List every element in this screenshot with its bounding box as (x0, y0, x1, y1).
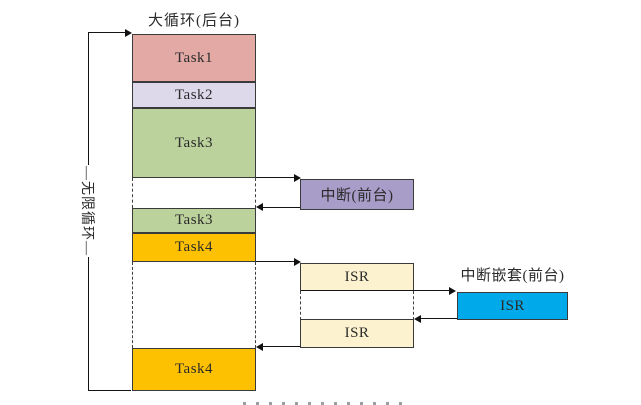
isr-dashed-edge-right (413, 291, 414, 320)
isr-box-2: ISR (300, 319, 414, 348)
task-block-task3: Task3 (132, 108, 256, 178)
loop-arrowhead-icon (125, 29, 132, 37)
infinite-loop-label: 无限循环 (78, 165, 98, 257)
column-dashed-edge-left-1 (132, 178, 133, 208)
isr-entry-line (256, 261, 294, 262)
loop-line-vertical-lower (88, 252, 89, 391)
isr-box-nested: ISR (457, 292, 568, 320)
interrupt-return-line (263, 207, 300, 208)
task-label: Task1 (174, 49, 214, 66)
isr-return-line (263, 346, 300, 347)
nested-entry-arrowhead-icon (449, 287, 456, 295)
task-block-task3-resumed: Task3 (132, 208, 256, 233)
loop-line-top (88, 32, 125, 33)
interrupt-label: 中断(前台) (320, 188, 394, 204)
isr-label: ISR (344, 325, 370, 341)
nested-return-arrowhead-icon (414, 315, 421, 323)
isr-label: ISR (500, 297, 525, 314)
nested-interrupt-title: 中断嵌套(前台) (460, 268, 565, 284)
task-label: Task4 (174, 239, 214, 255)
task-block-task4-resumed: Task4 (132, 348, 256, 391)
isr-return-arrowhead-icon (256, 343, 263, 351)
loop-line-bottom (88, 390, 131, 391)
clipped-caption-fragment (243, 402, 409, 405)
loop-line-vertical-upper (88, 32, 89, 172)
task-label: Task3 (174, 134, 214, 151)
column-dashed-edge-right-1 (255, 178, 256, 208)
isr-box-1: ISR (300, 263, 414, 291)
nested-entry-line (301, 290, 449, 291)
background-loop-title: 大循环(后台) (148, 13, 240, 29)
isr-label: ISR (344, 268, 370, 285)
interrupt-entry-arrowhead-icon (294, 174, 301, 182)
task-block-task4: Task4 (132, 233, 256, 262)
interrupt-box: 中断(前台) (300, 179, 414, 210)
column-dashed-edge-left-2 (132, 262, 133, 348)
task-label: Task2 (174, 86, 214, 103)
nested-return-line (421, 318, 457, 319)
task-label: Task3 (174, 212, 214, 228)
interrupt-return-arrowhead-icon (256, 203, 263, 211)
task-label: Task4 (174, 361, 214, 377)
task-block-task1: Task1 (132, 34, 256, 82)
task-block-task2: Task2 (132, 82, 256, 108)
isr-entry-arrowhead-icon (294, 258, 301, 266)
isr-dashed-edge-left (300, 291, 301, 320)
column-dashed-edge-right-2 (255, 262, 256, 348)
interrupt-entry-line (256, 177, 294, 178)
